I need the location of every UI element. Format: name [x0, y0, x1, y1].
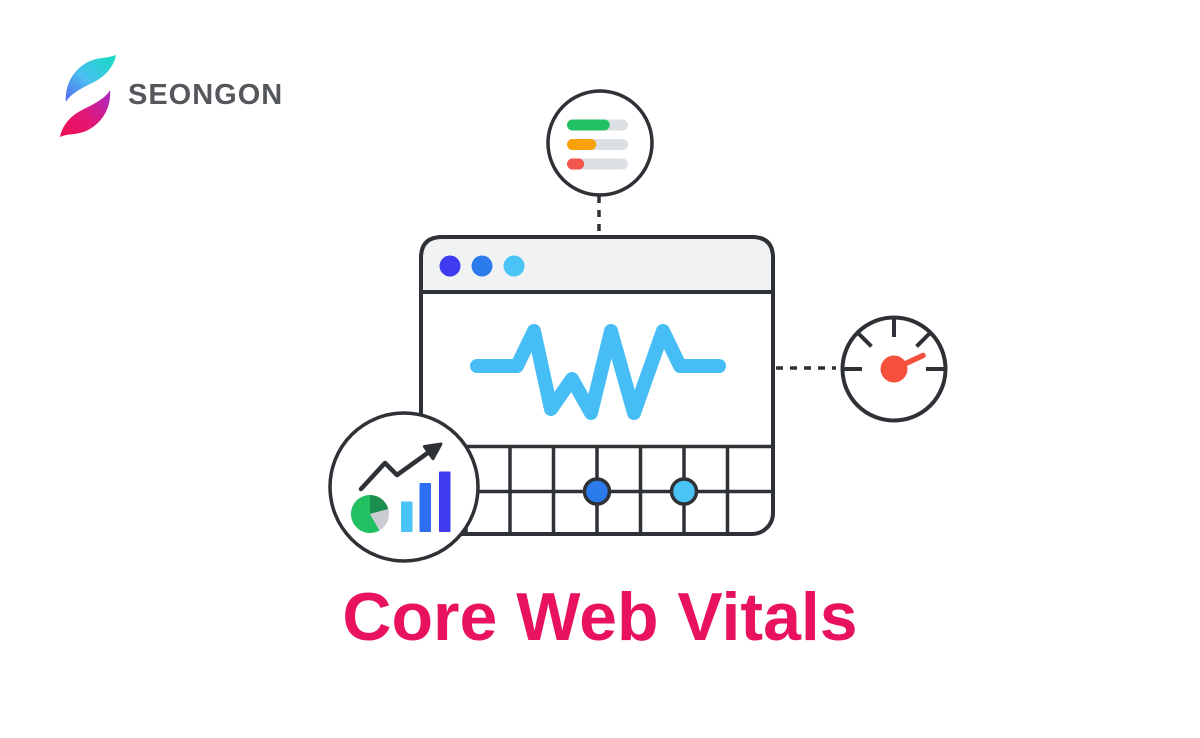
window-dot-1 — [439, 255, 461, 277]
metrics-score-badge — [546, 89, 654, 197]
analytics-badge-circle — [328, 411, 480, 563]
metric-bar-good — [567, 119, 610, 131]
pie-slice-dark-green — [370, 495, 389, 514]
speedometer-hub — [880, 355, 908, 383]
window-dot-3 — [503, 255, 525, 277]
speedometer-ticks — [843, 318, 945, 371]
window-dot-2 — [471, 255, 493, 277]
performance-pulse-icon — [470, 324, 726, 420]
chart-bar-tall — [439, 471, 451, 532]
speedometer-badge — [840, 315, 948, 423]
speedometer-tick — [856, 331, 873, 348]
grid-marker-blue — [582, 477, 612, 506]
metric-bar-needs-improvement — [567, 139, 597, 150]
brand-name: SEONGON — [128, 79, 284, 111]
chart-bar-medium — [419, 483, 431, 532]
analytics-chart-badge — [328, 411, 480, 563]
pie-slice-green — [350, 494, 380, 533]
speedometer-tick — [915, 331, 932, 348]
logo-bottom-swoosh — [60, 90, 111, 137]
trend-arrowhead — [422, 442, 443, 461]
metric-bar-poor — [567, 158, 585, 170]
browser-title-bar — [419, 235, 775, 294]
trend-arrow-icon — [358, 449, 432, 492]
grid-marker-lightblue — [669, 477, 699, 506]
page-title: Core Web Vitals — [342, 579, 858, 655]
pie-chart-icon — [350, 494, 389, 533]
pie-slice-gray — [370, 509, 389, 531]
browser-window — [419, 235, 775, 536]
logo-top-swoosh — [65, 55, 116, 102]
bar-chart-icon — [401, 471, 451, 532]
brand-logo: SEONGON — [58, 51, 283, 141]
chart-bar-short — [401, 501, 413, 532]
seongon-logo-icon — [60, 55, 116, 137]
